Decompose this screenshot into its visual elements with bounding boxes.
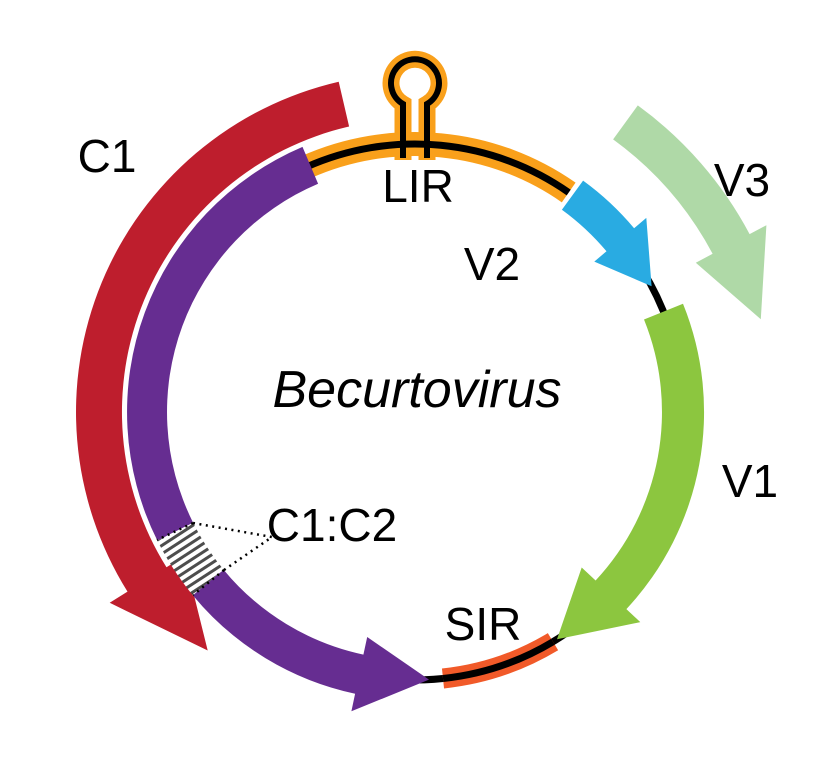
sir-region <box>441 633 559 689</box>
c1c2-arrow <box>127 146 429 712</box>
v1-arrow <box>557 303 705 640</box>
v1-label: V1 <box>722 455 778 507</box>
c1c2-label: C1:C2 <box>267 499 397 551</box>
v3-label: V3 <box>714 154 770 206</box>
v3-arrow <box>613 105 767 320</box>
sir-label: SIR <box>445 598 522 650</box>
labels: C1 LIR V2 V3 V1 C1:C2 SIR Becurtovirus <box>78 130 779 650</box>
lir-label: LIR <box>382 160 454 212</box>
lir-backbone-core <box>304 140 571 196</box>
c1c2-arrow-segment-1 <box>127 146 319 541</box>
genus-title: Becurtovirus <box>273 361 562 419</box>
splice-gap-leader-lines <box>156 521 273 596</box>
c1c2-arrow-segment-2 <box>192 569 429 712</box>
c1-arrow <box>76 81 350 651</box>
leader-line-upper <box>192 521 273 539</box>
sir-backbone-core <box>442 638 555 682</box>
v2-label: V2 <box>464 238 520 290</box>
splice-cut-edge-lower <box>192 569 225 596</box>
lir-region <box>301 50 576 203</box>
v2-arrow <box>561 180 652 287</box>
splice-cut-edge-upper <box>156 521 194 542</box>
stem-loop-core <box>388 56 442 158</box>
c1-label: C1 <box>78 130 137 182</box>
c1c2-splice-gap <box>157 522 224 596</box>
